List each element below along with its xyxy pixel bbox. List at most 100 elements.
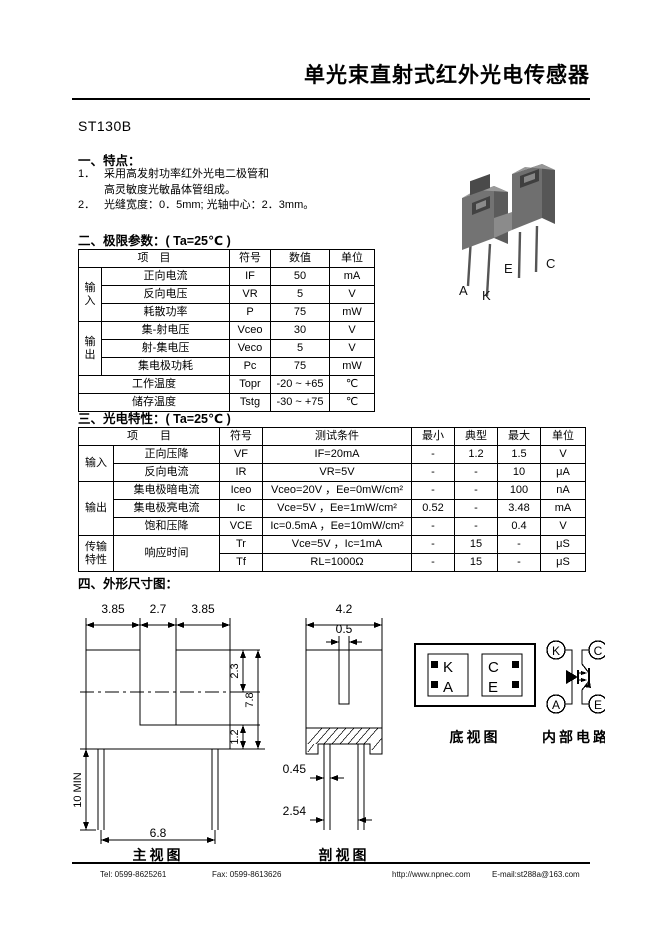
table-row: 射‑集电压 Veco 5 V: [79, 339, 375, 358]
cell-typ: -: [454, 517, 498, 536]
outline-heading: 四、外形尺寸图：: [78, 577, 179, 591]
col-symbol: 符号: [219, 427, 263, 446]
photo-label-c: C: [546, 256, 555, 271]
group-transfer-line2: 特性: [85, 553, 107, 566]
limit-parameters-table: 项 目 符号 数值 单位 输入 正向电流 IF 50 mA 反向电压 VR 5 …: [78, 249, 375, 412]
footer-website[interactable]: http://www.npnec.com: [392, 870, 471, 879]
col-condition: 测试条件: [262, 427, 412, 446]
table-row: 反向电压 VR 5 V: [79, 285, 375, 304]
internal-circuit-caption: 内部电路: [542, 729, 605, 745]
part-number: ST130B: [78, 118, 132, 134]
circuit-terminal-a: A: [552, 698, 560, 712]
table-row: 输出 集‑射电压 Vceo 30 V: [78, 321, 375, 376]
bottom-pin-a: A: [443, 679, 453, 696]
dim-lead-pitch: 2.54: [283, 804, 307, 818]
cell-unit: μS: [540, 535, 586, 554]
table-row: 储存温度 Tstg -30 ~ +75 ℃: [78, 393, 375, 412]
cell-symbol: Tr: [219, 535, 263, 554]
cell-value: 5: [270, 285, 330, 304]
front-view-caption: 主视图: [133, 847, 184, 862]
bottom-view-drawing: [414, 643, 536, 707]
table-header-row: 项 目 符号 数值 单位: [78, 249, 375, 268]
dim-slot-width: 2.7: [150, 602, 167, 616]
group-input: 输入: [78, 445, 114, 482]
cell-item: 响应时间: [113, 535, 220, 572]
cell-value: -30 ~ +75: [270, 393, 330, 412]
features-list: 1． 采用高发射功率红外光电二极管和 高灵敏度光敏晶体管组成。 2． 光缝宽度：…: [78, 167, 314, 214]
list-item: 1． 采用高发射功率红外光电二极管和: [78, 167, 314, 183]
optical-heading: 三、光电特性：( Ta=25℃ ): [78, 412, 231, 426]
col-unit: 单位: [329, 249, 375, 268]
cell-item: 工作温度: [78, 375, 230, 394]
cell-item: 集电极亮电流: [113, 499, 220, 518]
footer: Tel: 0599-8625261 Fax: 0599-8613626 http…: [72, 870, 590, 886]
dim-body-width: 4.2: [336, 602, 353, 616]
table-row: 传输 特性 响应时间 Tr Vce=5V ，Ic=1mA - 15 - μS: [78, 535, 586, 572]
cell-symbol: Topr: [229, 375, 271, 394]
group-input: 输入: [78, 267, 102, 322]
cell-typ: -: [454, 463, 498, 482]
circuit-terminal-c: C: [594, 644, 603, 658]
cell-unit: mA: [329, 267, 375, 286]
cell-value: 75: [270, 303, 330, 322]
footer-divider: [72, 862, 590, 864]
cell-typ: 15: [454, 553, 498, 572]
dim-slot-top: 2.3: [229, 663, 241, 678]
col-item: 项 目: [78, 427, 220, 446]
cell-value: 30: [270, 321, 330, 340]
optical-characteristics-table: 项 目 符号 测试条件 最小 典型 最大 单位 输入 正向压降 VF IF=20…: [78, 427, 586, 572]
footer-tel: Tel: 0599-8625261: [100, 870, 167, 879]
features-heading: 一、特点：: [78, 154, 141, 168]
table-row: 集电极功耗 Pc 75 mW: [79, 357, 375, 376]
footer-email[interactable]: E-mail:st288a@163.com: [492, 870, 580, 879]
title-divider: [72, 98, 590, 100]
cell-typ: -: [454, 499, 498, 518]
cell-unit: V: [540, 445, 586, 464]
cell-condition: Ic=0.5mA ，Ee=10mW/cm²: [262, 517, 412, 536]
bottom-view-caption: 底视图: [450, 729, 501, 745]
document-title-row: 单光束直射式红外光电传感器: [72, 62, 590, 90]
col-value: 数值: [270, 249, 330, 268]
cell-condition: RL=1000Ω: [262, 553, 412, 572]
table-row: 输入 正向电流 IF 50 mA: [78, 267, 375, 322]
cell-unit: V: [329, 321, 375, 340]
cell-item: 正向电流: [101, 267, 230, 286]
cell-symbol: IF: [229, 267, 271, 286]
cell-unit: mW: [329, 357, 375, 376]
cell-symbol: Vceo: [229, 321, 271, 340]
col-unit: 单位: [540, 427, 586, 446]
cell-symbol: Veco: [229, 339, 271, 358]
col-max: 最大: [497, 427, 541, 446]
cell-max: 100: [497, 481, 541, 500]
internal-circuit-drawing: [546, 640, 605, 714]
table-row: 反向电流 IR VR=5V - - 10 μA: [79, 463, 586, 482]
cell-min: 0.52: [411, 499, 455, 518]
cell-item: 集‑射电压: [101, 321, 230, 340]
cell-symbol: Ic: [219, 499, 263, 518]
cell-symbol: Tf: [219, 553, 263, 572]
dim-total-height: 7.8: [244, 692, 256, 707]
cell-typ: -: [454, 481, 498, 500]
col-min: 最小: [411, 427, 455, 446]
cell-condition: IF=20mA: [262, 445, 412, 464]
cell-value: 75: [270, 357, 330, 376]
cell-min: -: [411, 535, 455, 554]
cell-min: -: [411, 517, 455, 536]
cell-unit: ℃: [329, 375, 375, 394]
cell-min: -: [411, 445, 455, 464]
table-header-row: 项 目 符号 测试条件 最小 典型 最大 单位: [78, 427, 586, 446]
table-row: 耗散功率 P 75 mW: [79, 303, 375, 322]
cell-unit: V: [329, 339, 375, 358]
cell-item: 集电极功耗: [101, 357, 230, 376]
cell-typ: 1.2: [454, 445, 498, 464]
cell-value: 50: [270, 267, 330, 286]
circuit-terminal-e: E: [594, 698, 602, 712]
group-transfer-line1: 传输: [85, 540, 107, 553]
cell-value: 5: [270, 339, 330, 358]
cell-item: 射‑集电压: [101, 339, 230, 358]
dim-pin-pitch: 6.8: [150, 826, 167, 840]
cell-typ: 15: [454, 535, 498, 554]
cell-max: 10: [497, 463, 541, 482]
cell-condition: VR=5V: [262, 463, 412, 482]
